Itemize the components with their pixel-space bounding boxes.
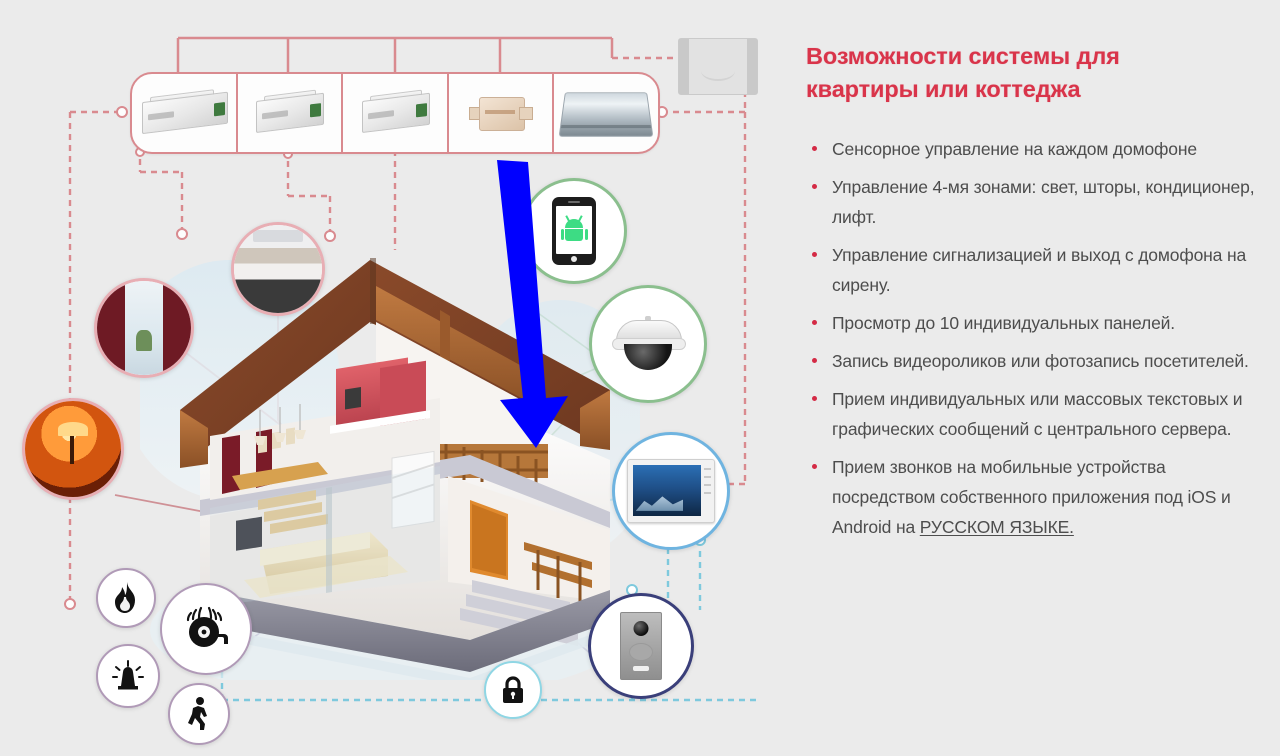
- features-panel: Возможности системы для квартиры или кот…: [800, 40, 1270, 716]
- bubble-lamp[interactable]: [22, 398, 124, 500]
- bubble-alarm-bell[interactable]: [160, 583, 252, 675]
- door-station-icon: [620, 612, 662, 680]
- page-title-line-2: квартиры или коттеджа: [806, 76, 1081, 102]
- din-module-2-icon: [252, 88, 326, 137]
- bullet-dot-icon: [812, 396, 817, 401]
- feature-text-underlined: РУССКОМ ЯЗЫКЕ.: [919, 517, 1074, 537]
- bullet-dot-icon: [812, 320, 817, 325]
- lock-icon: [503, 676, 523, 703]
- page-title: Возможности системы для квартиры или кот…: [806, 40, 1270, 106]
- bullet-dot-icon: [812, 464, 817, 469]
- siren-icon: [112, 660, 144, 690]
- video-monitor-icon: [627, 459, 715, 523]
- list-item: Сенсорное управление на каждом домофоне: [800, 134, 1270, 164]
- feature-text: Прием индивидуальных или массовых тексто…: [832, 389, 1243, 439]
- page-title-line-1: Возможности системы для: [806, 43, 1120, 69]
- air-conditioner-photo: [234, 225, 322, 313]
- list-item: Прием индивидуальных или массовых тексто…: [800, 384, 1270, 444]
- bullet-dot-icon: [812, 146, 817, 151]
- din-module-wide-icon: [138, 87, 230, 138]
- din-module-3-icon: [358, 88, 432, 137]
- bell-alarm-icon: [186, 606, 228, 647]
- bubble-android-phone[interactable]: [521, 178, 627, 284]
- bubble-fire-sensor[interactable]: [96, 568, 156, 628]
- feature-text: Просмотр до 10 индивидуальных панелей.: [832, 313, 1176, 333]
- rail-cell-2[interactable]: [238, 74, 344, 152]
- bubble-video-monitor[interactable]: [612, 432, 730, 550]
- bubble-dome-camera[interactable]: [589, 285, 707, 403]
- bubble-door-station[interactable]: [588, 593, 694, 699]
- beige-module-icon: [468, 92, 533, 134]
- bubble-lock[interactable]: [484, 661, 542, 719]
- bullet-dot-icon: [812, 252, 817, 257]
- bubble-siren[interactable]: [96, 644, 160, 708]
- rail-cell-1[interactable]: [132, 74, 238, 152]
- list-item: Управление сигнализацией и выход с домоф…: [800, 240, 1270, 300]
- list-item: Управление 4-мя зонами: свет, шторы, кон…: [800, 172, 1270, 232]
- lamp-photo: [25, 401, 121, 497]
- system-diagram: [0, 0, 800, 756]
- android-robot-icon: [560, 215, 588, 241]
- rail-cell-5[interactable]: [554, 74, 658, 152]
- din-rail-enclosure: [130, 72, 660, 154]
- rail-cell-3[interactable]: [343, 74, 449, 152]
- feature-text: Управление сигнализацией и выход с домоф…: [832, 245, 1247, 295]
- feature-text: Прием звонков на мобильные устройства по…: [832, 457, 1231, 537]
- list-item: Просмотр до 10 индивидуальных панелей.: [800, 308, 1270, 338]
- enclosure-box-icon: [678, 38, 758, 95]
- metal-plate-icon: [558, 92, 654, 137]
- bullet-dot-icon: [812, 358, 817, 363]
- list-item: Запись видеороликов или фотозапись посет…: [800, 346, 1270, 376]
- smartphone-icon: [552, 197, 596, 265]
- flame-icon: [115, 582, 135, 613]
- features-list: Сенсорное управление на каждом домофоне …: [800, 134, 1270, 542]
- bubble-motion-sensor[interactable]: [168, 683, 230, 745]
- bullet-dot-icon: [812, 184, 817, 189]
- feature-text: Запись видеороликов или фотозапись посет…: [832, 351, 1249, 371]
- list-item: Прием звонков на мобильные устройства по…: [800, 452, 1270, 542]
- walking-person-icon: [188, 697, 207, 730]
- feature-text: Сенсорное управление на каждом домофоне: [832, 139, 1197, 159]
- feature-text: Управление 4-мя зонами: свет, шторы, кон…: [832, 177, 1255, 227]
- curtains-photo: [97, 281, 191, 375]
- dome-camera-icon: [610, 316, 686, 372]
- bubble-air-conditioner[interactable]: [231, 222, 325, 316]
- rail-cell-4[interactable]: [449, 74, 555, 152]
- bubble-curtains[interactable]: [94, 278, 194, 378]
